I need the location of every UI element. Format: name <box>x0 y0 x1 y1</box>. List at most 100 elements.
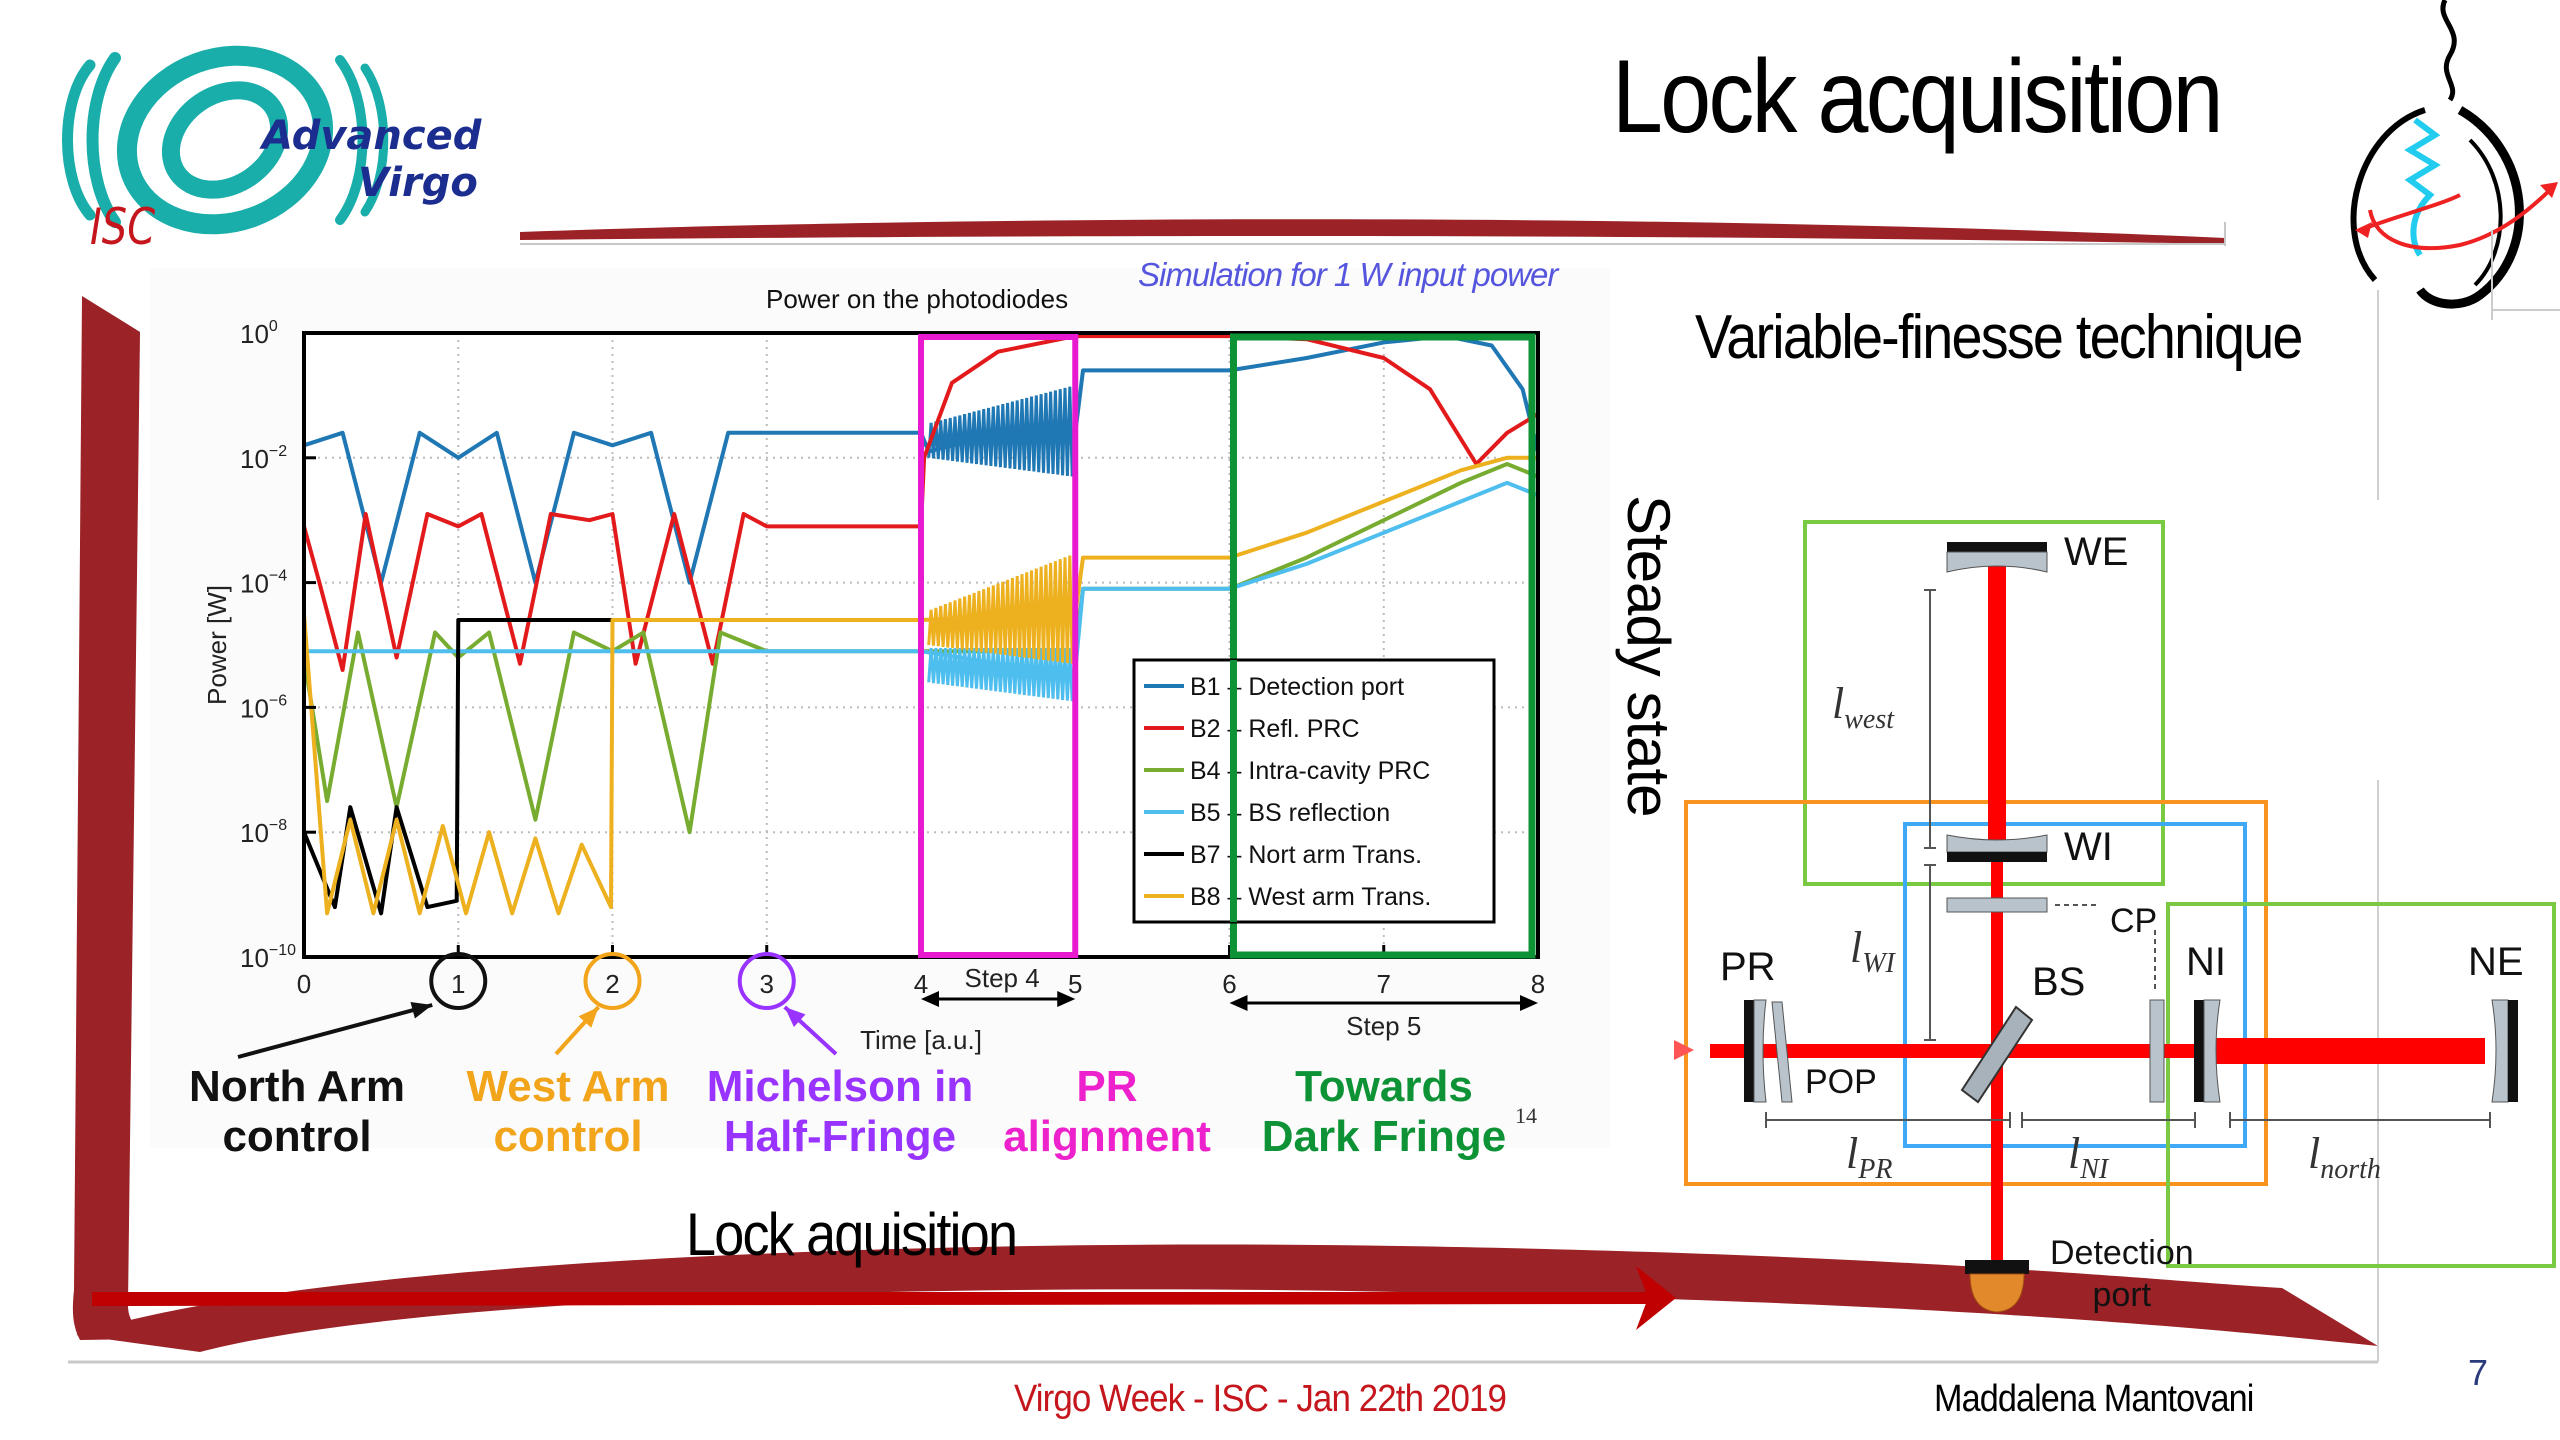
y-tick-label: 10−10 <box>240 942 296 973</box>
wi-mirror-icon <box>1946 834 2048 862</box>
l-north-base: l <box>2308 1129 2321 1178</box>
y-axis-label: Power [W] <box>202 585 232 705</box>
series-line-B7 <box>302 618 613 916</box>
north-arm-cavity-box <box>2166 902 2556 1268</box>
legend-entry-B7: B7 – Nort arm Trans. <box>1190 841 1422 869</box>
step5-range-arrow-head-right <box>1520 995 1538 1011</box>
legend-box <box>1132 658 1496 924</box>
interferometer-diagram <box>1674 520 2556 1313</box>
step-label-west-arm: West Arm control <box>467 1062 670 1162</box>
l-north-label: lnorth <box>2308 1128 2381 1186</box>
legend-entry-B5: B5 – BS reflection <box>1190 799 1390 827</box>
y-tick-exponent: −2 <box>269 443 287 460</box>
step5-highlight-box <box>1230 333 1536 959</box>
step5-range-arrow-head-left <box>1229 995 1248 1011</box>
ni-cp-plate-icon <box>2149 999 2165 1103</box>
detection-port-line2: port <box>2092 1276 2152 1314</box>
north-beam <box>2200 1038 2485 1064</box>
step-label-pr-alignment: PR alignment <box>1003 1062 1211 1162</box>
footer-event: Virgo Week - ISC - Jan 22th 2019 <box>1014 1378 1507 1420</box>
logo-text-advanced: Advanced <box>262 113 482 159</box>
legend-entry-B1: B1 – Detection port <box>1190 673 1404 701</box>
x-tick-label: 4 <box>914 969 928 999</box>
step-label-line1: PR <box>1076 1062 1138 1111</box>
west-arm-cavity-box <box>1803 520 2165 886</box>
we-label: WE <box>2064 530 2129 574</box>
bottom-frame-swoosh <box>76 1244 2378 1352</box>
step-arrow-1 <box>237 1003 433 1059</box>
title-underline-swoosh <box>520 219 2225 244</box>
step-label-line1: North Arm <box>189 1062 405 1111</box>
step-label-line2: Dark Fringe <box>1261 1112 1507 1161</box>
x-tick-label: 6 <box>1222 969 1236 999</box>
x-tick-label: 1 <box>451 969 465 999</box>
step-label-dark-fringe: Towards Dark Fringe <box>1262 1062 1507 1162</box>
ni-mirror-icon <box>2194 999 2221 1103</box>
tick-circle-3 <box>737 952 796 1010</box>
ne-label: NE <box>2468 940 2524 984</box>
logo-text-isc: ISC <box>90 198 156 256</box>
step4-range-arrow-head-left <box>921 991 939 1007</box>
variable-finesse-heading: Variable-finesse technique <box>1695 303 2303 372</box>
l-west-base: l <box>1832 679 1845 728</box>
step-label-line2: alignment <box>1003 1112 1211 1161</box>
l-wi-base: l <box>1850 923 1863 972</box>
step-label-line2: control <box>222 1112 372 1161</box>
l-west-bar <box>1924 589 1936 849</box>
wi-label: WI <box>2064 825 2113 869</box>
x-axis-label: Time [a.u.] <box>860 1025 982 1055</box>
series-line-B4 <box>302 462 1539 835</box>
y-tick-label: 10−8 <box>240 817 287 848</box>
tick-circle-2 <box>583 952 642 1010</box>
logo-rings-icon <box>62 45 389 235</box>
y-tick-label: 10−4 <box>240 568 287 599</box>
detection-port-label: Detection port <box>2050 1232 2194 1316</box>
timeline-arrow-shaft <box>92 1292 1660 1306</box>
michelson-box <box>1903 822 2247 1148</box>
tick-circle-1 <box>429 952 488 1010</box>
y-tick-label: 10−2 <box>240 443 287 474</box>
step-label-line1: Michelson in <box>706 1062 974 1111</box>
prc-box <box>1684 800 2268 1186</box>
y-tick-label: 10−6 <box>240 692 287 723</box>
step-arrowhead-1 <box>410 1001 433 1019</box>
simulation-note: Simulation for 1 W input power <box>1138 256 1558 293</box>
step-label-michelson: Michelson in Half-Fringe <box>707 1062 973 1162</box>
step-label-line1: Towards <box>1295 1062 1473 1111</box>
y-tick-exponent: 0 <box>269 318 278 335</box>
x-tick-label: 8 <box>1531 969 1545 999</box>
l-ni-base: l <box>2068 1129 2081 1178</box>
we-mirror-icon <box>1946 542 2048 573</box>
l-pr-bar <box>1765 1112 2011 1128</box>
legend-entry-B4: B4 – Intra-cavity PRC <box>1190 757 1430 785</box>
legend-entry-B8: B8 – West arm Trans. <box>1190 883 1431 911</box>
step-label-line2: control <box>493 1112 643 1161</box>
pr-mirror-icon <box>1744 999 1767 1103</box>
l-ni-label: lNI <box>2068 1128 2108 1186</box>
cp-label: CP <box>2110 902 2158 940</box>
x-tick-label: 5 <box>1068 969 1082 999</box>
input-beam <box>1710 1044 2200 1058</box>
pr-label: PR <box>1720 945 1776 989</box>
chart-series-layer <box>302 334 1540 916</box>
l-west-label: lwest <box>1832 678 1894 736</box>
step-arrowhead-2 <box>578 1007 599 1028</box>
ne-mirror-icon <box>2491 999 2518 1103</box>
l-west-sub: west <box>1844 703 1895 735</box>
x-tick-label: 3 <box>760 969 774 999</box>
bs-mirror-icon <box>1960 1005 2034 1104</box>
step-arrowhead-3 <box>784 1007 806 1028</box>
series-line-B5 <box>304 480 1539 672</box>
series-line-B1 <box>303 334 1540 585</box>
x-tick-label: 2 <box>605 969 619 999</box>
bs-label: BS <box>2032 960 2086 1004</box>
series-burst-B5 <box>927 647 1074 702</box>
l-wi-label: lWI <box>1850 922 1895 980</box>
advanced-virgo-logo <box>62 45 389 235</box>
step4-range-arrow-head-right <box>1057 991 1076 1007</box>
page-number: 7 <box>2468 1352 2489 1393</box>
detection-port-line1: Detection <box>2050 1234 2194 1272</box>
